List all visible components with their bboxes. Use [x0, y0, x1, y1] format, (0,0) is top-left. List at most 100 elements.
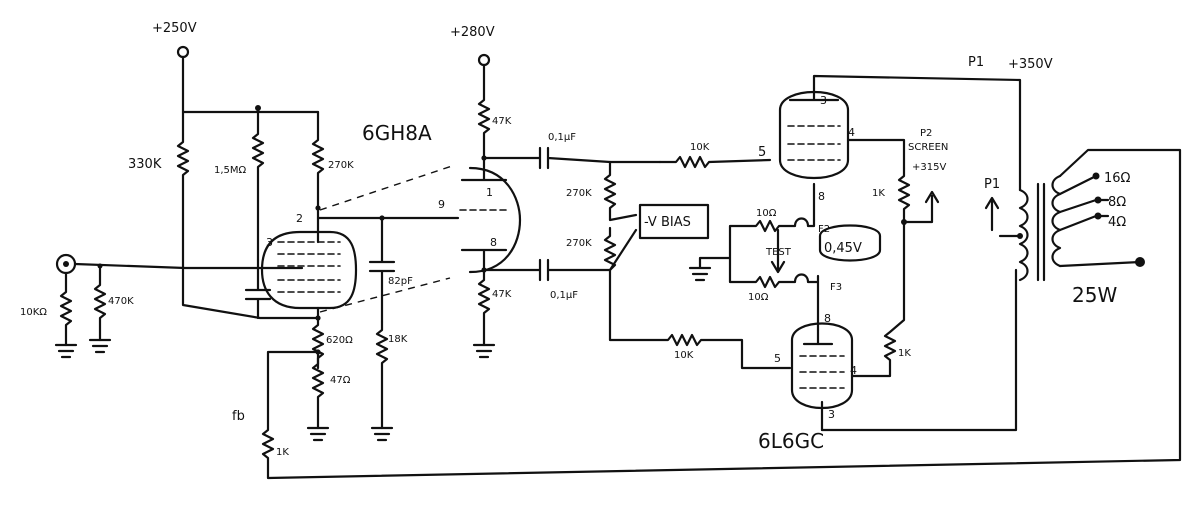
label-bias: -V BIAS	[644, 215, 691, 230]
pin-out2-4: 4	[850, 364, 857, 377]
label-r10k-bottom: 10K	[674, 350, 694, 361]
supply-280v-terminal	[477, 53, 491, 67]
ground-symbol	[54, 343, 78, 359]
resistor-18k	[375, 320, 389, 430]
label-r10-top: 10Ω	[756, 208, 777, 219]
label-r270k-bias1: 270K	[566, 188, 592, 199]
coupling-wire-bottom	[482, 258, 612, 282]
resistor-10k-top	[658, 155, 772, 169]
input-wire	[73, 262, 304, 270]
supply-280v-label: +280V	[450, 25, 495, 40]
feedback-wire	[261, 260, 1182, 480]
tube-6l6gc-upper	[778, 86, 850, 222]
tube-6l6gc-label: 6L6GC	[758, 429, 824, 453]
label-r47k-top: 47K	[492, 116, 512, 127]
resistor-plate-270k	[311, 110, 325, 210]
label-r1k-screen: 1K	[872, 188, 885, 199]
label-test: TEST	[765, 247, 792, 258]
transformer-arrow	[984, 196, 1000, 232]
resistor-1k-screen	[897, 166, 911, 224]
label-r47k-bottom: 47K	[492, 289, 512, 300]
label-c-bottom: 0,1µF	[550, 290, 578, 301]
supply-250v-terminal	[176, 45, 190, 59]
pin-triode-1: 1	[486, 186, 493, 199]
screen-supply-wire	[902, 190, 940, 224]
label-p1-xfmr: P1	[984, 177, 1000, 192]
supply-315v-label: +315V	[912, 162, 946, 173]
label-fb: fb	[232, 409, 245, 424]
pin-triode-9: 9	[438, 198, 445, 211]
label-tap4: 4Ω	[1108, 215, 1126, 230]
label-f3: F3	[830, 282, 842, 293]
label-tap16: 16Ω	[1104, 171, 1131, 186]
supply-350v-label: +350V	[1008, 57, 1053, 72]
label-c82pf: 82pF	[388, 276, 413, 287]
resistor-bias-270k-2	[603, 226, 638, 272]
ground-symbol	[88, 338, 112, 354]
pin-pentode-2: 2	[296, 212, 303, 225]
label-r620: 620Ω	[326, 335, 353, 346]
supply-250v-label: +250V	[152, 21, 197, 36]
label-r18k: 18K	[388, 334, 408, 345]
resistor-47	[311, 350, 325, 430]
label-r1k-screen2: 1K	[898, 348, 911, 359]
test-arrow	[770, 228, 786, 274]
label-v045: 0,45V	[824, 241, 862, 256]
label-p1-top: P1	[968, 55, 984, 70]
ground-symbol	[306, 426, 330, 442]
resistor-1-5m	[251, 106, 265, 262]
label-r270k-plate: 270K	[328, 160, 354, 171]
out2-screen-wire	[850, 220, 906, 378]
out2-plate-wire	[820, 268, 1018, 432]
wire-to-lower-grid	[608, 268, 792, 370]
coupling-wire-top	[482, 146, 662, 170]
label-r47: 47Ω	[330, 375, 351, 386]
tube-envelope-link	[319, 164, 456, 313]
pin-out2-3: 3	[828, 408, 835, 421]
tap-8-dot	[1094, 196, 1102, 204]
output-transformer	[998, 174, 1062, 282]
resistor-330k	[176, 110, 320, 320]
label-p2: P2	[920, 128, 932, 139]
resistor-grid-470k	[93, 264, 107, 342]
label-r270k-bias2: 270K	[566, 238, 592, 249]
out1-plate-wire	[812, 74, 1022, 192]
label-r470k-in: 470K	[108, 296, 134, 307]
label-r10-bottom: 10Ω	[748, 292, 769, 303]
label-r1k-fb: 1K	[276, 447, 289, 458]
tap-4-dot	[1094, 212, 1102, 220]
pin-out2-5: 5	[774, 352, 781, 365]
label-r330k: 330K	[128, 157, 162, 172]
input-jack	[55, 253, 77, 275]
bias-box	[638, 203, 710, 240]
resistor-bias-270k-1	[603, 160, 638, 222]
label-r10k-top: 10K	[690, 142, 710, 153]
tube-6l6gc-lower	[790, 322, 854, 432]
ground-symbol	[370, 426, 394, 442]
resistor-620	[311, 316, 325, 370]
pin-out2-8: 8	[824, 312, 831, 325]
label-r10k-in: 10KΩ	[20, 307, 47, 318]
tube-6gh8a-label: 6GH8A	[362, 121, 432, 145]
rail-250v	[181, 55, 320, 114]
screen-bypass-capacitor	[244, 258, 272, 320]
ground-symbol	[472, 343, 496, 359]
pin-out1-4: 4	[848, 126, 855, 139]
label-r1-5m: 1,5MΩ	[214, 165, 247, 176]
pin-triode-8: 8	[490, 236, 497, 249]
label-tap8: 8Ω	[1108, 195, 1126, 210]
tap-common-dot	[1135, 257, 1145, 267]
label-screen: SCREEN	[908, 142, 948, 153]
voltage-bubble	[818, 224, 882, 262]
pin-pentode-3: 3	[266, 236, 273, 249]
capacitor-82pf	[368, 216, 396, 324]
resistor-47k-bottom	[477, 268, 491, 347]
resistor-47k-top	[477, 63, 491, 160]
resistor-input-10k	[59, 271, 73, 347]
tube-6gh8a-triode	[459, 156, 522, 274]
out1-screen-wire	[846, 138, 906, 170]
label-c-top: 0,1µF	[548, 132, 576, 143]
pin-out1-3: 3	[820, 94, 827, 107]
pin-out1-8: 8	[818, 190, 825, 203]
